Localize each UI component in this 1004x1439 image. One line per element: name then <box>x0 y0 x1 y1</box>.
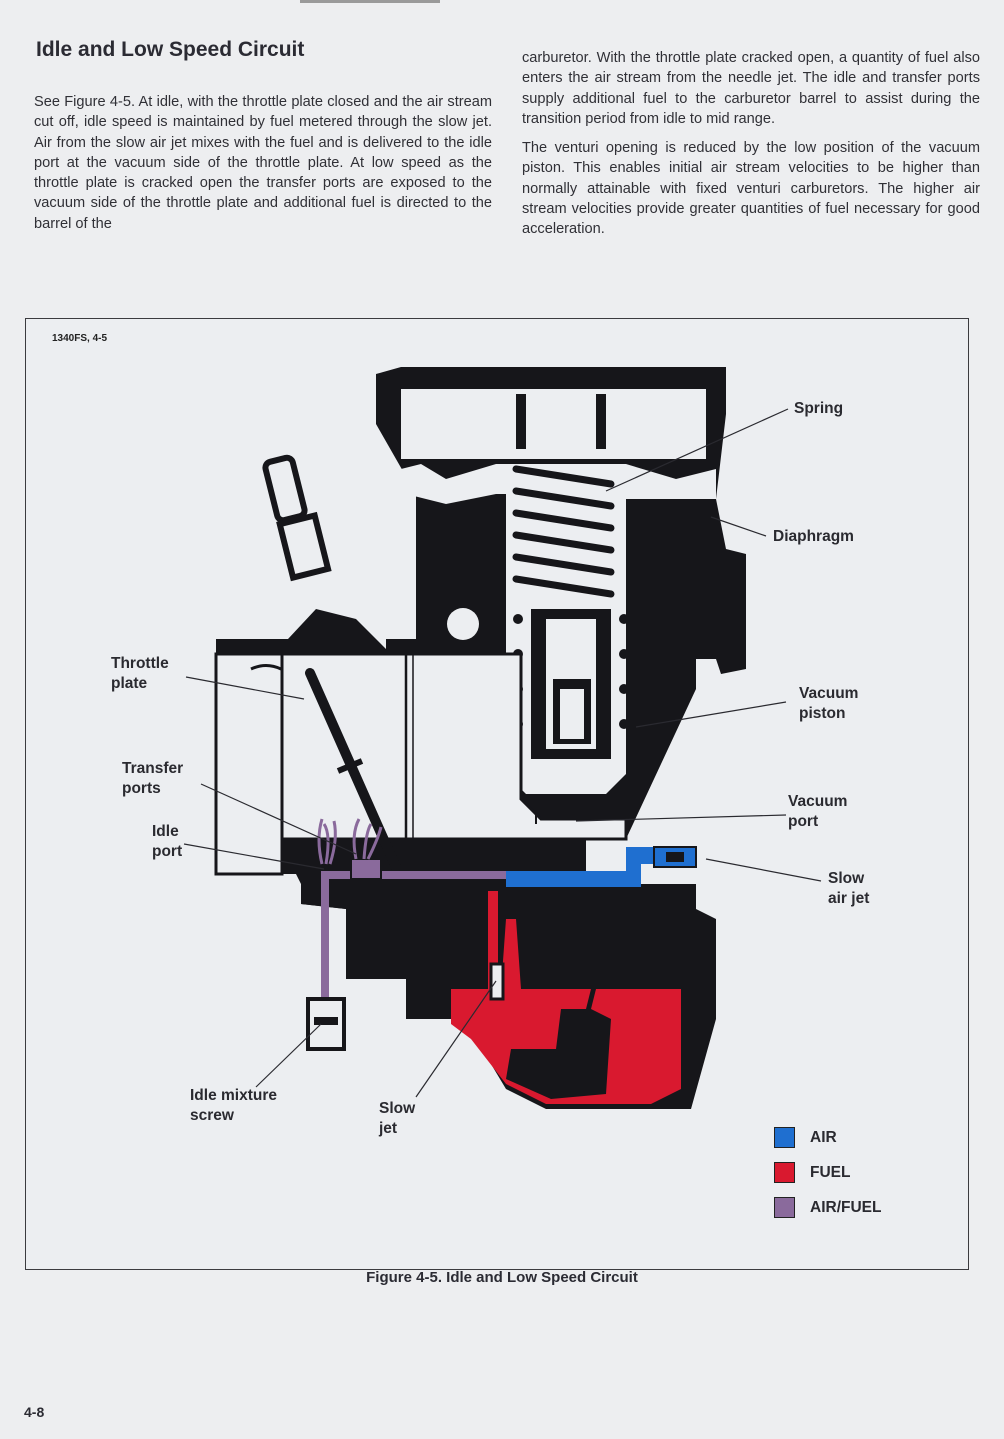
legend-label: FUEL <box>810 1163 851 1181</box>
legend-label: AIR <box>810 1128 837 1146</box>
page-number: 4-8 <box>24 1404 45 1420</box>
barrel-inlet <box>214 652 284 876</box>
legend-item-air: AIR <box>774 1127 837 1148</box>
vacuum-port <box>538 849 574 871</box>
legend-swatch <box>774 1127 795 1148</box>
spring <box>512 465 615 598</box>
cover-cap-ribs <box>516 394 606 449</box>
figure-frame: 1340FS, 4-5 <box>25 318 969 1270</box>
callout-slow-jet: Slow jet <box>379 1100 416 1137</box>
callout-idle-port: Idle port <box>152 823 183 860</box>
legend-label: AIR/FUEL <box>810 1198 882 1216</box>
fuel-in-bowl <box>451 919 681 1104</box>
air-passage <box>506 847 654 887</box>
leader-lines <box>183 408 822 1098</box>
paragraph: See Figure 4-5. At idle, with the thrott… <box>34 94 492 232</box>
paragraph: carburetor. With the throttle plate crac… <box>522 50 980 127</box>
legend-item-fuel: FUEL <box>774 1162 850 1183</box>
text-column-right: carburetor. With the throttle plate crac… <box>522 48 980 249</box>
callout-diaphragm: Diaphragm <box>773 528 854 545</box>
callout-transfer-ports: Transfer ports <box>122 760 184 797</box>
legend-swatch <box>774 1162 795 1183</box>
paragraph: The venturi opening is reduced by the lo… <box>522 140 980 238</box>
callout-idle-mixture-screw: Idle mixture screw <box>190 1087 277 1124</box>
fuel-spray <box>317 818 383 865</box>
callout-slow-air-jet: Slow air jet <box>828 870 870 907</box>
legend-item-air-fuel: AIR/FUEL <box>774 1197 881 1218</box>
text-column-left: See Figure 4-5. At idle, with the thrott… <box>34 92 492 243</box>
throttle-stop-screw <box>262 454 332 582</box>
callout-vacuum-piston: Vacuum piston <box>799 685 859 722</box>
body-hole <box>447 608 479 640</box>
legend-swatch <box>774 1197 795 1218</box>
carburetor-diagram <box>183 367 822 1109</box>
cover-cap-interior <box>401 389 706 459</box>
throttle-plate <box>305 668 401 872</box>
callout-vacuum-port: Vacuum port <box>788 793 848 830</box>
page-top-rule <box>300 0 440 3</box>
callout-throttle-plate: Throttle plate <box>111 655 169 692</box>
figure-id-label: 1340FS, 4-5 <box>52 333 108 344</box>
diaphragm-chamber <box>401 464 716 504</box>
figure-caption: Figure 4-5. Idle and Low Speed Circuit <box>366 1269 638 1286</box>
body-hole <box>372 585 400 613</box>
section-heading: Idle and Low Speed Circuit <box>36 38 305 61</box>
slow-jet <box>489 962 505 1001</box>
callout-spring: Spring <box>794 400 844 417</box>
